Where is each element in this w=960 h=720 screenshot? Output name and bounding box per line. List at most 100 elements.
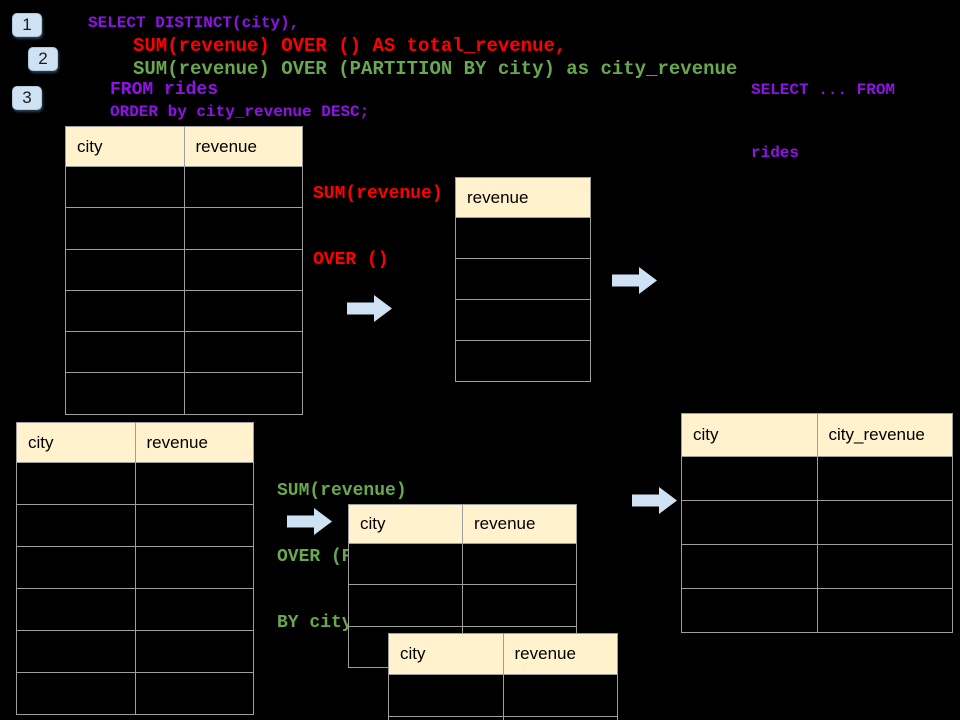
column-header-city: city xyxy=(66,127,185,167)
empty-cell xyxy=(349,544,463,586)
table-row xyxy=(389,675,618,717)
empty-cell xyxy=(135,673,254,715)
sql-code-line-partition: SUM(revenue) OVER (PARTITION BY city) as… xyxy=(133,58,738,80)
table-row xyxy=(17,463,254,505)
empty-cell xyxy=(817,545,953,589)
empty-cell xyxy=(456,218,591,259)
empty-cell xyxy=(135,463,254,505)
empty-cell xyxy=(503,675,618,717)
table-row xyxy=(17,505,254,547)
table-row xyxy=(456,341,591,382)
empty-cell xyxy=(66,167,185,209)
total-revenue-table: revenue xyxy=(455,177,591,382)
table-header-row: city revenue xyxy=(349,505,577,544)
arrow-right-icon xyxy=(612,267,657,294)
empty-cell xyxy=(135,589,254,631)
table-header-row: city revenue xyxy=(389,634,618,675)
empty-cell xyxy=(135,547,254,589)
empty-cell xyxy=(135,505,254,547)
empty-cell xyxy=(184,167,303,209)
corner-note-select-from: SELECT ... FROM rides xyxy=(751,38,895,206)
table-row xyxy=(66,373,303,415)
table-row xyxy=(456,218,591,259)
column-header-city: city xyxy=(17,423,136,463)
column-header-revenue: revenue xyxy=(503,634,618,675)
empty-cell xyxy=(682,501,818,545)
table-row xyxy=(389,717,618,720)
step-badge-1: 1 xyxy=(12,13,42,37)
table-row xyxy=(66,332,303,374)
arrow-right-icon xyxy=(287,508,332,535)
source-table-top: city revenue xyxy=(65,126,303,415)
empty-cell xyxy=(817,501,953,545)
empty-cell xyxy=(66,332,185,374)
empty-cell xyxy=(184,208,303,250)
table-row xyxy=(66,290,303,333)
empty-cell xyxy=(184,249,303,291)
total-revenue-label-line2: OVER () xyxy=(313,250,389,270)
empty-cell xyxy=(463,544,577,586)
empty-cell xyxy=(66,208,185,250)
arrow-right-icon xyxy=(632,487,677,514)
sql-code-line-from: FROM rides xyxy=(110,80,219,100)
empty-cell xyxy=(349,585,463,627)
corner-note-line1: SELECT ... FROM xyxy=(751,81,896,99)
table-row xyxy=(682,501,953,545)
table-header-row: city revenue xyxy=(66,127,303,167)
step-badge-3: 3 xyxy=(12,86,42,110)
empty-cell xyxy=(17,673,136,715)
sql-code-line-select: SELECT DISTINCT(city), xyxy=(88,14,300,32)
empty-cell xyxy=(17,505,136,547)
table-row xyxy=(682,589,953,633)
empty-cell xyxy=(682,545,818,589)
empty-cell xyxy=(66,249,185,291)
column-header-revenue: revenue xyxy=(184,127,303,167)
column-header-city: city xyxy=(349,505,463,544)
empty-cell xyxy=(682,457,818,501)
empty-cell xyxy=(184,290,303,333)
table-header-row: city city_revenue xyxy=(682,414,953,457)
empty-cell xyxy=(135,631,254,673)
step-badge-2: 2 xyxy=(28,47,58,71)
empty-cell xyxy=(503,717,618,720)
table-row xyxy=(682,545,953,589)
table-row xyxy=(349,585,577,627)
empty-cell xyxy=(66,373,185,415)
partition-label-line1: SUM(revenue) xyxy=(277,481,407,501)
table-row xyxy=(66,167,303,209)
empty-cell xyxy=(817,589,953,633)
sql-code-line-order: ORDER by city_revenue DESC; xyxy=(110,103,370,121)
total-revenue-label: SUM(revenue) OVER () xyxy=(313,139,443,315)
empty-cell xyxy=(17,463,136,505)
empty-cell xyxy=(456,300,591,341)
table-header-row: city revenue xyxy=(17,423,254,463)
empty-cell xyxy=(389,675,504,717)
table-row xyxy=(17,547,254,589)
total-revenue-label-line1: SUM(revenue) xyxy=(313,184,443,204)
empty-cell xyxy=(817,457,953,501)
table-row xyxy=(349,544,577,586)
empty-cell xyxy=(184,332,303,374)
table-row xyxy=(17,589,254,631)
empty-cell xyxy=(389,717,504,720)
column-header-city: city xyxy=(389,634,504,675)
empty-cell xyxy=(17,547,136,589)
empty-cell xyxy=(66,290,185,333)
arrow-right-icon xyxy=(347,295,392,322)
table-row xyxy=(66,208,303,250)
table-row xyxy=(17,673,254,715)
empty-cell xyxy=(456,341,591,382)
table-row xyxy=(66,249,303,291)
column-header-city: city xyxy=(682,414,818,457)
table-row xyxy=(456,259,591,300)
empty-cell xyxy=(184,373,303,415)
corner-note-line2: rides xyxy=(751,144,800,162)
table-row xyxy=(682,457,953,501)
empty-cell xyxy=(456,259,591,300)
column-header-city-revenue: city_revenue xyxy=(817,414,953,457)
empty-cell xyxy=(17,589,136,631)
table-row xyxy=(456,300,591,341)
column-header-revenue: revenue xyxy=(456,178,591,218)
empty-cell xyxy=(682,589,818,633)
